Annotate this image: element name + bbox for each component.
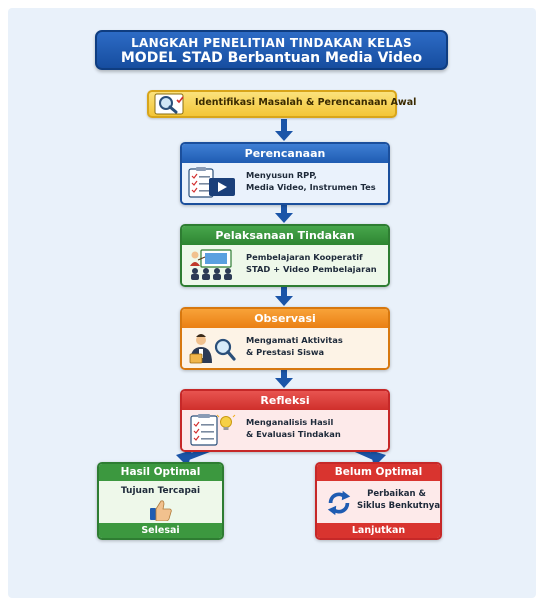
- step-refleksi-text: Menganalisis Hasil & Evaluasi Tindakan: [246, 416, 341, 440]
- arrow-shaft: [281, 284, 287, 298]
- step-pelaksanaan-header: Pelaksanaan Tindakan: [182, 226, 388, 245]
- cycle-arrows-icon: [327, 490, 351, 516]
- step-perencanaan-line2: Media Video, Instrumen Tes: [246, 182, 376, 192]
- step-identifikasi-label: Identifikasi Masalah & Perencanaan Awal: [195, 97, 417, 108]
- step-pelaksanaan-text: Pembelajaran Kooperatif STAD + Video Pem…: [246, 251, 377, 275]
- outcome-belum-optimal: Belum Optimal Perbaikan & Siklus Benkutn…: [315, 462, 442, 540]
- step-pelaksanaan: Pelaksanaan Tindakan Pembelajaran Kooper…: [180, 224, 390, 287]
- outcome-belum-optimal-body: Perbaikan & Siklus Benkutnya: [317, 481, 440, 523]
- outcome-hasil-optimal-body: Tujuan Tercapai: [99, 481, 222, 523]
- arrow-head: [275, 213, 293, 223]
- checklist-lightbulb-icon: [190, 414, 236, 446]
- outcome-belum-optimal-line1: Perbaikan &: [367, 489, 426, 499]
- step-refleksi-header: Refleksi: [182, 391, 388, 410]
- outcome-belum-optimal-footer: Lanjutkan: [317, 523, 440, 538]
- step-pelaksanaan-body: Pembelajaran Kooperatif STAD + Video Pem…: [182, 245, 388, 285]
- step-perencanaan-text: Menyusun RPP, Media Video, Instrumen Tes: [246, 169, 376, 193]
- lesson-plan-video-icon: [188, 167, 235, 198]
- step-observasi-line1: Mengamati Aktivitas: [246, 335, 343, 345]
- step-observasi: Observasi Mengamati Aktivitas & Prestasi…: [180, 307, 390, 370]
- step-perencanaan-header: Perencanaan: [182, 144, 388, 163]
- outcome-hasil-optimal-text: Tujuan Tercapai: [120, 486, 201, 496]
- arrow-head: [275, 296, 293, 306]
- step-observasi-line2: & Prestasi Siswa: [246, 347, 325, 357]
- step-refleksi-body: Menganalisis Hasil & Evaluasi Tindakan: [182, 410, 388, 450]
- arrow-head: [275, 378, 293, 388]
- step-perencanaan-line1: Menyusun RPP,: [246, 170, 317, 180]
- outcome-hasil-optimal: Hasil Optimal Tujuan Tercapai Selesai: [97, 462, 224, 540]
- outcome-belum-optimal-text: Perbaikan & Siklus Benkutnya: [357, 488, 440, 512]
- title-banner: LANGKAH PENELITIAN TINDAKAN KELAS MODEL …: [95, 30, 448, 70]
- arrow-shaft: [281, 119, 287, 133]
- step-perencanaan-body: Menyusun RPP, Media Video, Instrumen Tes: [182, 163, 388, 203]
- step-observasi-header: Observasi: [182, 309, 388, 328]
- step-refleksi-line1: Menganalisis Hasil: [246, 417, 334, 427]
- outcome-hasil-optimal-footer: Selesai: [99, 523, 222, 538]
- step-pelaksanaan-line1: Pembelajaran Kooperatif: [246, 252, 363, 262]
- magnifier-icon: [154, 93, 184, 115]
- classroom-presentation-icon: [190, 249, 232, 280]
- outcome-belum-optimal-line2: Siklus Benkutnya: [357, 501, 441, 511]
- outcome-belum-optimal-header: Belum Optimal: [317, 464, 440, 481]
- thumbs-up-icon: [150, 500, 172, 521]
- step-identifikasi: Identifikasi Masalah & Perencanaan Awal: [147, 90, 416, 118]
- title-line-2: MODEL STAD Berbantuan Media Video: [120, 50, 423, 66]
- step-refleksi-line2: & Evaluasi Tindakan: [246, 429, 341, 439]
- arrow-shaft: [281, 203, 287, 215]
- diagram-canvas: LANGKAH PENELITIAN TINDAKAN KELAS MODEL …: [8, 8, 536, 598]
- observer-magnifier-icon: [189, 334, 236, 364]
- step-perencanaan: Perencanaan Menyusun RPP, Media Video, I…: [180, 142, 390, 205]
- title-line-1: LANGKAH PENELITIAN TINDAKAN KELAS: [131, 36, 412, 50]
- step-refleksi: Refleksi Menganalisis Hasil & Evaluasi T…: [180, 389, 390, 452]
- step-observasi-body: Mengamati Aktivitas & Prestasi Siswa: [182, 328, 388, 368]
- step-pelaksanaan-line2: STAD + Video Pembelajaran: [246, 264, 377, 274]
- outcome-hasil-optimal-header: Hasil Optimal: [99, 464, 222, 481]
- arrow-shaft: [281, 368, 287, 380]
- step-observasi-text: Mengamati Aktivitas & Prestasi Siswa: [246, 334, 343, 358]
- arrow-head: [275, 131, 293, 141]
